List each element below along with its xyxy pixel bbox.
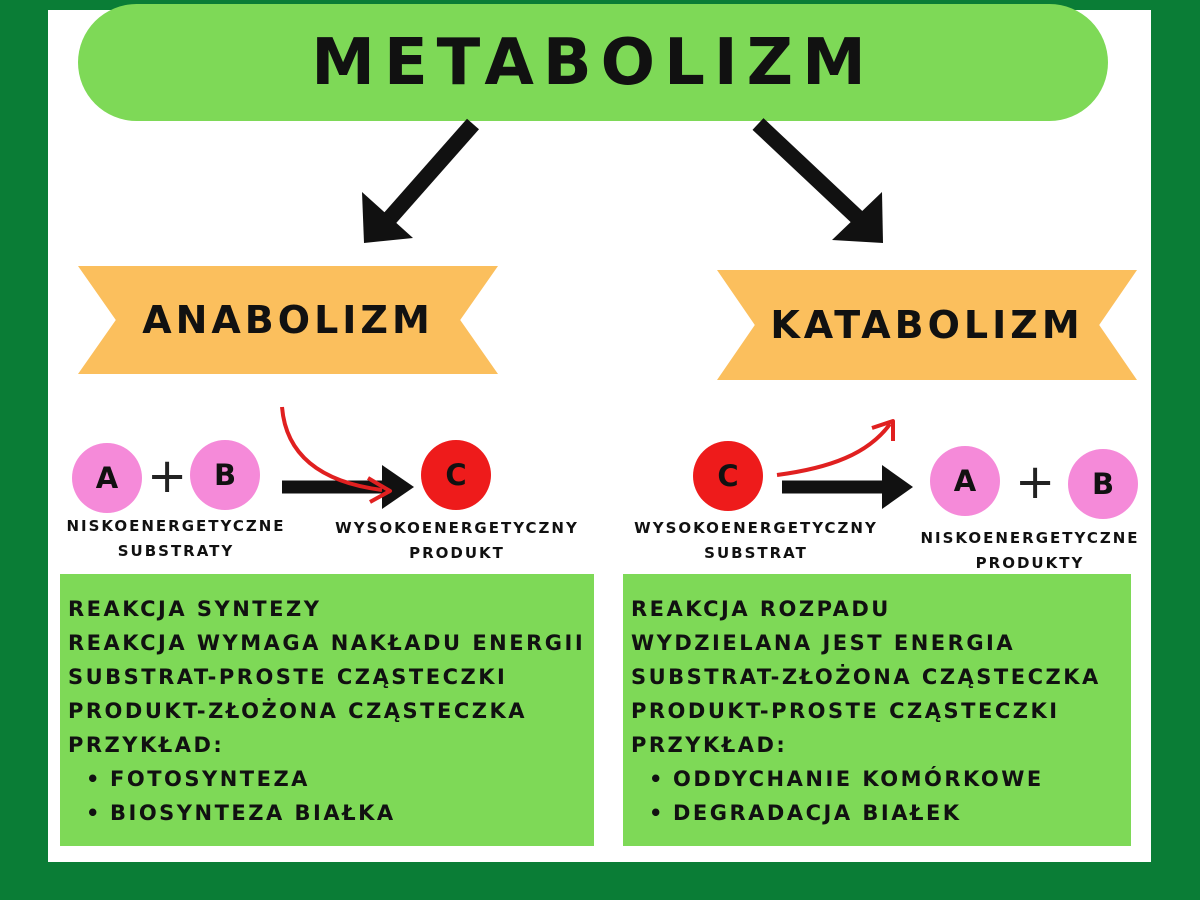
list-item: • BIOSYNTEZA BIAŁKA xyxy=(68,796,594,830)
info-line: REAKCJA WYMAGA NAKŁADU ENERGII xyxy=(68,631,586,655)
products-label: NISKOENERGETYCZNE PRODUKTY xyxy=(905,526,1155,576)
bullet-icon: • xyxy=(86,801,102,825)
bullet-icon: • xyxy=(86,767,102,791)
catabolism-banner: KATABOLIZM xyxy=(717,270,1137,380)
catabolism-info-box: REAKCJA ROZPADU WYDZIELANA JEST ENERGIA … xyxy=(623,574,1131,846)
list-item: • FOTOSYNTEZA xyxy=(68,762,594,796)
label-line: PRODUKTY xyxy=(975,554,1085,572)
info-line: PRZYKŁAD: xyxy=(631,733,788,757)
info-line: SUBSTRAT-ZŁOŻONA CZĄSTECZKA xyxy=(631,665,1101,689)
anabolism-info-box: REAKCJA SYNTEZY REAKCJA WYMAGA NAKŁADU E… xyxy=(60,574,594,846)
plus-sign: + xyxy=(147,448,188,504)
info-line: REAKCJA SYNTEZY xyxy=(68,597,322,621)
title-banner: METABOLIZM xyxy=(78,4,1108,121)
molecule-a: A xyxy=(72,443,142,513)
molecule-b: B xyxy=(1068,449,1138,519)
label-line: SUBSTRAT xyxy=(704,544,808,562)
arrow-right-down-icon xyxy=(752,118,883,243)
bullet-icon: • xyxy=(649,767,665,791)
reaction-arrow-anabolism-icon xyxy=(282,465,414,509)
label-line: SUBSTRATY xyxy=(117,542,235,560)
examples-list: • FOTOSYNTEZA • BIOSYNTEZA BIAŁKA xyxy=(68,762,594,830)
info-line: SUBSTRAT-PROSTE CZĄSTECZKI xyxy=(68,665,508,689)
example-text: BIOSYNTEZA BIAŁKA xyxy=(110,801,396,825)
arrow-left-down-icon xyxy=(362,118,479,243)
example-text: ODDYCHANIE KOMÓRKOWE xyxy=(673,767,1044,791)
molecule-c: C xyxy=(421,440,491,510)
label-line: NISKOENERGETYCZNE xyxy=(920,529,1140,547)
energy-in-arrow-icon xyxy=(280,406,392,504)
examples-list: • ODDYCHANIE KOMÓRKOWE • DEGRADACJA BIAŁEK xyxy=(631,762,1131,830)
bullet-icon: • xyxy=(649,801,665,825)
catabolism-title: KATABOLIZM xyxy=(770,303,1084,347)
molecule-c: C xyxy=(693,441,763,511)
plus-sign: + xyxy=(1015,454,1056,510)
anabolism-banner: ANABOLIZM xyxy=(78,266,498,374)
info-line: REAKCJA ROZPADU xyxy=(631,597,891,621)
molecule-b: B xyxy=(190,440,260,510)
anabolism-title: ANABOLIZM xyxy=(142,298,434,342)
info-line: PRODUKT-PROSTE CZĄSTECZKI xyxy=(631,699,1060,723)
label-line: WYSOKOENERGETYCZNY xyxy=(335,519,579,537)
page-title: METABOLIZM xyxy=(311,25,875,100)
info-line: PRZYKŁAD: xyxy=(68,733,225,757)
molecule-a: A xyxy=(930,446,1000,516)
reaction-arrow-catabolism-icon xyxy=(782,465,913,509)
list-item: • DEGRADACJA BIAŁEK xyxy=(631,796,1131,830)
list-item: • ODDYCHANIE KOMÓRKOWE xyxy=(631,762,1131,796)
example-text: DEGRADACJA BIAŁEK xyxy=(673,801,962,825)
example-text: FOTOSYNTEZA xyxy=(110,767,310,791)
substrate-label: WYSOKOENERGETYCZNY SUBSTRAT xyxy=(620,516,892,566)
label-line: WYSOKOENERGETYCZNY xyxy=(634,519,878,537)
info-line: WYDZIELANA JEST ENERGIA xyxy=(631,631,1016,655)
info-line: PRODUKT-ZŁOŻONA CZĄSTECZKA xyxy=(68,699,528,723)
substrates-label: NISKOENERGETYCZNE SUBSTRATY xyxy=(52,514,300,564)
product-label: WYSOKOENERGETYCZNY PRODUKT xyxy=(322,516,592,566)
label-line: NISKOENERGETYCZNE xyxy=(66,517,286,535)
energy-out-arrow-icon xyxy=(776,419,895,477)
label-line: PRODUKT xyxy=(409,544,505,562)
